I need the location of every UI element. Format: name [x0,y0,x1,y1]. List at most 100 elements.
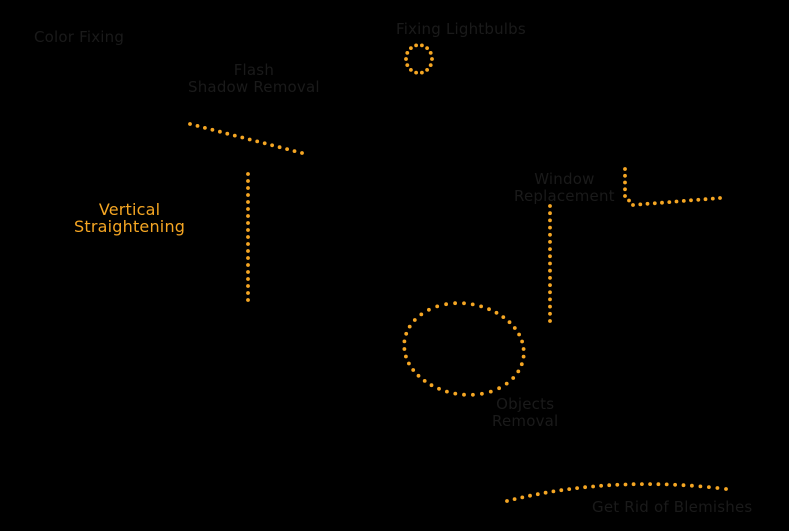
objects-removal-blob-dot [407,324,412,329]
vertical-straightening-line-dot [246,284,250,288]
objects-removal-blob-dot [419,312,424,317]
objects-removal-blob-dot [516,369,521,374]
window-bracket-dot [660,200,664,205]
vertical-straightening-line-dot [246,242,250,246]
lightbulb-ring-dot [409,68,413,72]
lightbulb-ring-dot [404,57,408,61]
blemishes-arc-dot [543,490,548,495]
flash-shadow-line-dot [232,133,237,138]
vertical-straightening-line-dot [246,270,250,274]
window-bracket-dot [689,198,693,203]
objects-removal-blob-dot [402,339,407,344]
objects-removal-blob-dot [429,383,434,388]
objects-removal-blob-dot [512,326,517,330]
window-vertical-line-dot [548,304,552,309]
lightbulb-ring-dot [428,63,433,67]
window-bracket-dot [674,199,679,204]
objects-removal-blob-dot [437,386,441,391]
vertical-straightening-line-dot [246,207,250,211]
lightbulb-ring-dot [409,46,413,50]
window-vertical-line-dot [548,319,552,323]
window-bracket-dot [623,173,627,178]
window-vertical-line-dot [548,218,552,223]
flash-shadow-line-dot [188,122,192,126]
blemishes-arc-dot [591,484,595,489]
lightbulb-ring-dot [430,57,434,61]
objects-removal-blob-dot [507,320,512,325]
objects-removal-blob-dot [504,381,509,386]
vertical-straightening-line-dot [246,291,250,295]
objects-removal-blob-dot [519,362,524,367]
label-flash-shadow-removal[interactable]: Flash Shadow Removal [188,61,320,96]
label-vertical-straightening[interactable]: Vertical Straightening [74,200,186,236]
window-bracket-dot [623,180,627,185]
blemishes-arc-dot [520,495,525,500]
window-vertical-line-dot [548,240,552,244]
flash-shadow-line-dot [285,147,289,152]
window-bracket-dot [631,203,635,207]
objects-removal-blob-dot [471,392,475,397]
blemishes-arc-dot [648,482,652,486]
flash-shadow-line-dot [262,141,267,146]
blemishes-arc-dot [551,489,556,494]
lightbulb-ring-dot [425,68,429,72]
blemishes-arc-dot [698,484,703,489]
window-bracket-dot [623,167,627,171]
window-vertical-line-dot [548,247,552,252]
blemishes-arc-dot [505,499,509,503]
objects-removal-blob-dot [497,386,501,391]
window-vertical-line-dot [548,225,552,230]
blemishes-arc-dot [607,483,612,488]
blemishes-arc-dot [715,486,720,490]
vertical-straightening-line-dot [246,172,250,176]
label-objects-removal[interactable]: Objects Removal [492,395,559,430]
vertical-straightening-line-dot [246,193,250,197]
objects-removal-blob-dot [494,310,499,315]
lightbulb-ring-dot [425,46,429,50]
vertical-straightening-line-dot [246,179,250,183]
window-bracket-dot [710,196,715,201]
flash-shadow-line-dot [277,145,282,150]
objects-removal-blob-dot [511,376,516,380]
flash-shadow-line-dot [270,143,274,148]
flash-shadow-line-dot [195,124,200,128]
vertical-straightening-line-dot [246,263,250,267]
vertical-straightening-line-dot [246,277,250,281]
window-vertical-line-dot [548,211,552,216]
window-bracket-dot [627,198,631,203]
blemishes-arc-dot [575,486,579,490]
window-vertical-line-dot [548,268,552,273]
flash-shadow-line-dot [292,149,297,154]
lightbulb-ring-dot [420,70,424,75]
objects-removal-blob-dot [402,347,407,351]
lightbulb-ring-dot [414,70,418,75]
objects-removal-blob-dot [521,347,526,351]
objects-removal-blob-dot [501,315,506,319]
objects-removal-blob-dot [427,307,431,312]
blemishes-arc-dot [615,482,620,487]
objects-removal-blob-dot [412,318,417,322]
blemishes-arc-dot [599,483,603,488]
objects-removal-blob-dot [422,379,427,383]
lightbulb-ring-dot [414,43,418,48]
flash-shadow-line-dot [210,127,215,132]
vertical-straightening-line-dot [246,235,250,239]
window-bracket-dot [645,201,650,206]
objects-removal-blob-dot [479,304,483,309]
blemishes-arc-dot [690,483,694,488]
objects-removal-blob-dot [462,392,466,397]
blemishes-arc-dot [656,482,661,487]
window-bracket-dot [667,200,672,205]
objects-removal-blob-dot [453,301,457,306]
objects-removal-blob-dot [488,389,493,394]
window-bracket-dot [623,187,627,192]
window-vertical-line-dot [548,297,552,302]
blemishes-arc-dot [559,488,564,493]
vertical-straightening-line-dot [246,221,250,225]
objects-removal-blob-dot [404,331,409,336]
label-color-fixing[interactable]: Color Fixing [34,28,125,46]
label-window-replacement[interactable]: Window Replacement [514,170,615,205]
objects-removal-blob-dot [404,354,408,359]
label-fixing-lightbulbs[interactable]: Fixing Lightbulbs [396,20,526,38]
label-get-rid-of-blemishes[interactable]: Get Rid of Blemishes [592,498,753,516]
